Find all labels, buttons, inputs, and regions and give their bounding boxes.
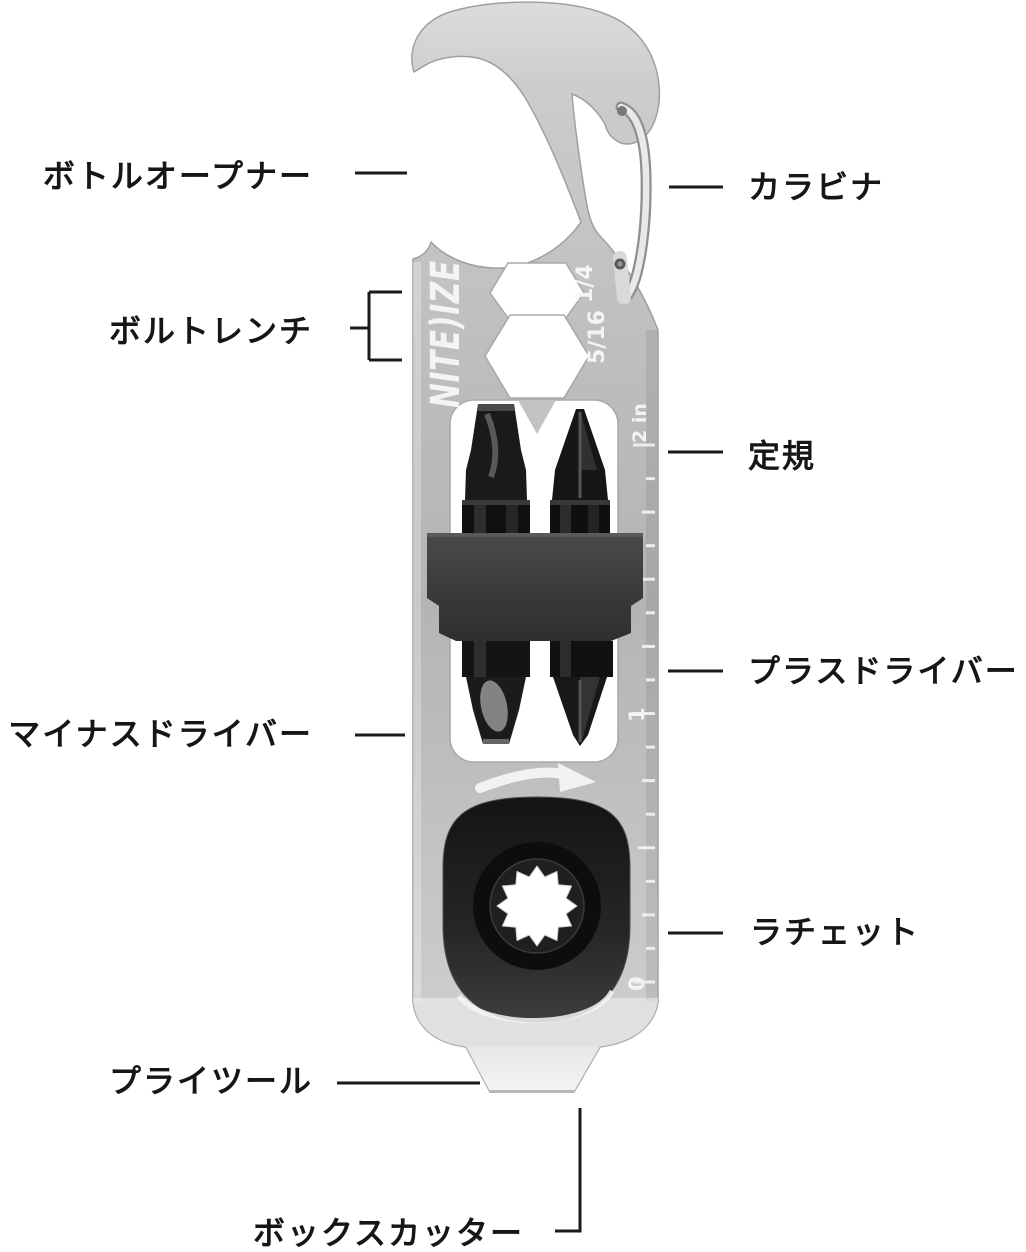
gate-pin: [617, 106, 627, 116]
ruler-label-1: 1: [625, 707, 649, 722]
brand-logo-text: NITE)IZE: [423, 260, 469, 408]
label-phillips-screwdriver: プラスドライバー: [748, 652, 1019, 690]
phillips-bit-upper: [550, 409, 610, 534]
callout-lines: [337, 171, 723, 1233]
callout-line-box-cutter: [555, 1108, 582, 1233]
label-carabiner: カラビナ: [748, 168, 885, 206]
label-pry-tool: プライツール: [108, 1062, 313, 1100]
label-ratchet: ラチェット: [750, 913, 921, 951]
phillips-bit-lower: [550, 641, 613, 746]
flathead-bit-upper: [462, 404, 530, 534]
bolt-wrench-cutouts: [484, 262, 590, 399]
callout-line-bolt-wrench: [350, 290, 402, 362]
label-flathead-screwdriver: マイナスドライバー: [8, 715, 313, 753]
ruler-label-2in: 2 in: [629, 403, 651, 443]
ratchet-socket: [496, 865, 578, 947]
rotation-arrow-icon: [475, 763, 596, 793]
wire-gate: [613, 101, 652, 306]
label-bolt-wrench: ボルトレンチ: [108, 312, 313, 350]
label-box-cutter: ボックスカッター: [253, 1214, 525, 1252]
flathead-bit-lower: [462, 641, 530, 744]
hex-wrench-cutout-large: [484, 314, 590, 399]
label-ruler: 定規: [748, 437, 817, 475]
bit-window-center-wedge: [518, 400, 556, 434]
right-edge-shade: [646, 330, 657, 1002]
label-bottle-opener: ボトルオープナー: [42, 157, 313, 195]
bit-holder: [427, 533, 643, 641]
pry-tip: [466, 1046, 600, 1092]
hex-size-label-small: 1/4: [573, 264, 598, 303]
ruler-ticks: [633, 443, 655, 984]
left-edge-highlight: [413, 262, 421, 1002]
ratchet-housing: [442, 796, 631, 1023]
pry-taper-highlight: [413, 998, 658, 1092]
ruler-label-0: 0: [625, 976, 649, 991]
hex-wrench-cutout-small: [489, 262, 585, 319]
hex-size-label-large: 5/16: [585, 310, 610, 364]
